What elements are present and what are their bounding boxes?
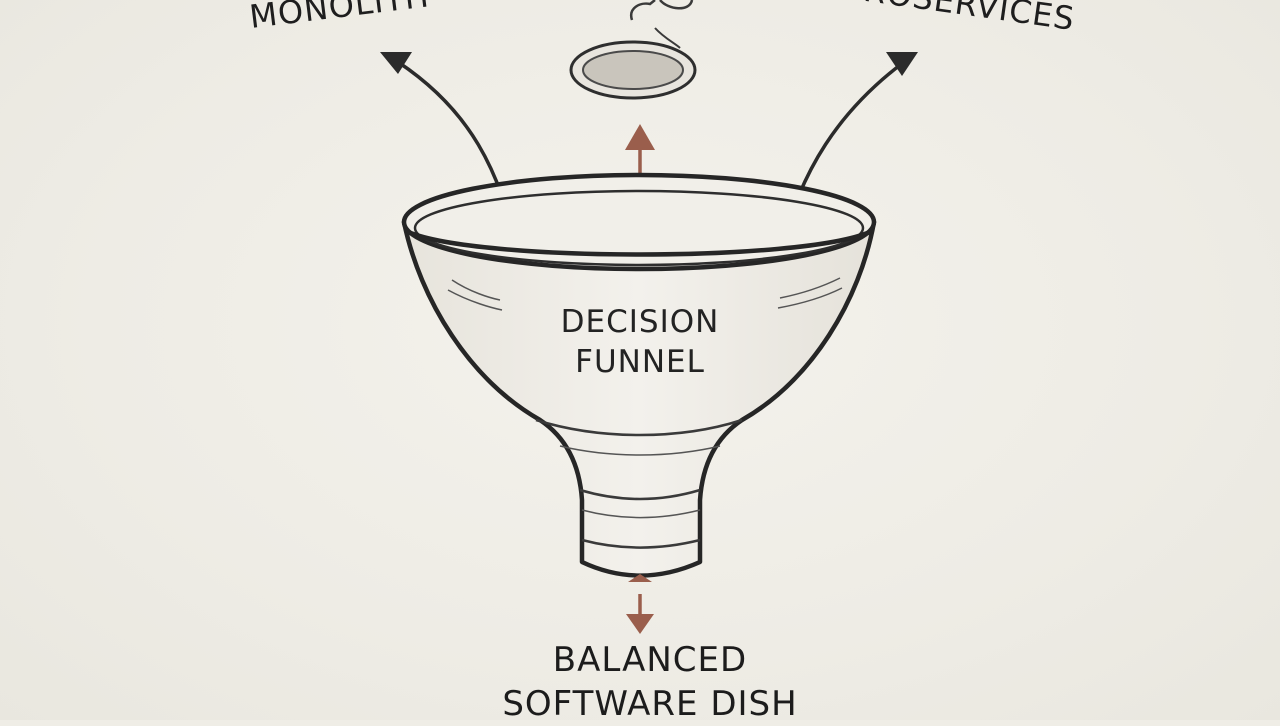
- funnel-label-line: DECISION: [560, 304, 720, 340]
- funnel-label-line: FUNNEL: [575, 344, 705, 380]
- funnel-center-label: DECISION FUNNEL: [480, 302, 800, 382]
- result-label-line: SOFTWARE DISH: [502, 684, 798, 724]
- result-label-line: BALANCED: [552, 640, 748, 680]
- serving-dish-icon: [569, 0, 697, 100]
- result-label: BALANCED SOFTWARE DISH: [440, 638, 860, 726]
- funnel-icon: [401, 172, 877, 578]
- arrow-down-to-result: [626, 574, 654, 634]
